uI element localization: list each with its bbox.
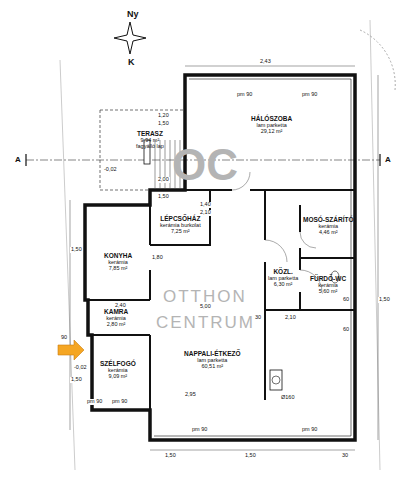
room-detail: kerámia burkolat bbox=[160, 222, 201, 228]
dimension-label: 1,50 bbox=[70, 377, 83, 383]
room-detail: 7,25 m² bbox=[160, 228, 201, 234]
compass-label: Ny bbox=[126, 10, 140, 19]
room-name: MOSÓ-SZÁRÍTÓ bbox=[303, 216, 354, 223]
room-name: LÉPCSŐHÁZ bbox=[160, 215, 201, 222]
dimension-label: 30 bbox=[341, 453, 349, 459]
room-detail: kerámia bbox=[100, 367, 136, 373]
room-label: LÉPCSŐHÁZkerámia burkolat7,25 m² bbox=[160, 215, 201, 234]
dimension-label: 1,20 bbox=[157, 113, 170, 119]
room-name: FÜRDŐ-WC bbox=[310, 275, 346, 282]
watermark: CENTRUM bbox=[155, 314, 256, 331]
room-label: KAMRAkerámia2,80 m² bbox=[104, 308, 128, 327]
room-detail: 4,46 m² bbox=[303, 229, 354, 235]
room-label: FÜRDŐ-WCkerámia5,60 m² bbox=[310, 275, 346, 294]
dimension-label: 2,10 bbox=[284, 315, 297, 321]
watermark: OC bbox=[171, 143, 239, 187]
dimension-label: -0,02 bbox=[103, 167, 118, 173]
room-detail: 7,85 m² bbox=[104, 265, 132, 271]
dimension-label: Ø160 bbox=[280, 395, 295, 401]
dimension-label: 2,95 bbox=[184, 392, 197, 398]
dimension-label: 2,40 bbox=[114, 303, 127, 309]
room-label: MOSÓ-SZÁRÍTÓkerámia4,46 m² bbox=[303, 216, 354, 235]
room-name: KÖZL. bbox=[268, 268, 298, 275]
dimension-label: pm 90 bbox=[236, 92, 253, 98]
room-name: KONYHA bbox=[104, 252, 132, 259]
room-label: HÁLÓSZOBAlam parketta29,12 m² bbox=[251, 115, 292, 134]
watermark: OTTHON bbox=[162, 288, 248, 305]
dimension-label: 1,50 bbox=[70, 247, 83, 253]
dimension-label: 1,50 bbox=[378, 297, 391, 303]
dimension-label: 2,10 bbox=[199, 210, 212, 216]
room-detail: lam parketta bbox=[268, 275, 298, 281]
dimension-label: 60 bbox=[342, 297, 350, 303]
room-label: NAPPALI-ÉTKEZŐlam parketta60,51 m² bbox=[184, 350, 241, 369]
section-marker: A bbox=[384, 156, 392, 164]
compass-label: K bbox=[127, 58, 136, 67]
room-name: KAMRA bbox=[104, 308, 128, 315]
room-detail: 9,09 m² bbox=[100, 373, 136, 379]
room-label: TERASZ9,94 m²fagyálló lap bbox=[136, 130, 164, 149]
dimension-label: 60 bbox=[342, 327, 350, 333]
room-detail: lam parketta bbox=[251, 122, 292, 128]
room-name: TERASZ bbox=[136, 130, 164, 137]
dimension-label: pm 90 bbox=[301, 427, 318, 433]
room-name: HÁLÓSZOBA bbox=[251, 115, 292, 122]
room-label: KONYHAkerámia7,85 m² bbox=[104, 252, 132, 271]
dimension-label: pm 90 bbox=[111, 399, 128, 405]
dimension-label: 90 bbox=[60, 335, 68, 341]
dimension-label: -0,02 bbox=[73, 365, 88, 371]
room-label: KÖZL.lam parketta6,30 m² bbox=[268, 268, 298, 287]
room-detail: kerámia bbox=[310, 282, 346, 288]
dimension-label: 30 bbox=[254, 315, 262, 321]
room-name: NAPPALI-ÉTKEZŐ bbox=[184, 350, 241, 357]
dimension-label: 2,43 bbox=[259, 59, 272, 65]
room-detail: 5,60 m² bbox=[310, 288, 346, 294]
room-name: SZÉLFOGÓ bbox=[100, 360, 136, 367]
room-detail: 2,80 m² bbox=[104, 321, 128, 327]
room-detail: 6,30 m² bbox=[268, 281, 298, 287]
room-label: SZÉLFOGÓkerámia9,09 m² bbox=[100, 360, 136, 379]
room-detail: fagyálló lap bbox=[136, 143, 164, 149]
room-detail: kerámia bbox=[303, 223, 354, 229]
room-detail: 60,51 m² bbox=[184, 363, 241, 369]
dimension-label: pm 90 bbox=[191, 427, 208, 433]
dimension-label: 1,50 bbox=[157, 194, 170, 200]
room-detail: lam parketta bbox=[184, 357, 241, 363]
dimension-label: 5,00 bbox=[199, 304, 212, 310]
dimension-label: pm 90 bbox=[86, 399, 103, 405]
dimension-label: 1,80 bbox=[151, 255, 164, 261]
room-detail: kerámia bbox=[104, 315, 128, 321]
dimension-label: 1,50 bbox=[244, 453, 257, 459]
dimension-label: pm 90 bbox=[301, 92, 318, 98]
room-detail: 29,12 m² bbox=[251, 128, 292, 134]
room-detail: kerámia bbox=[104, 259, 132, 265]
dimension-label: 1,50 bbox=[157, 121, 170, 127]
dimension-label: 1,50 bbox=[164, 453, 177, 459]
section-marker: A bbox=[14, 156, 22, 164]
room-detail: 9,94 m² bbox=[136, 137, 164, 143]
dimension-label: 1,40 bbox=[199, 202, 212, 208]
dimension-label: 2,00 bbox=[157, 177, 170, 183]
